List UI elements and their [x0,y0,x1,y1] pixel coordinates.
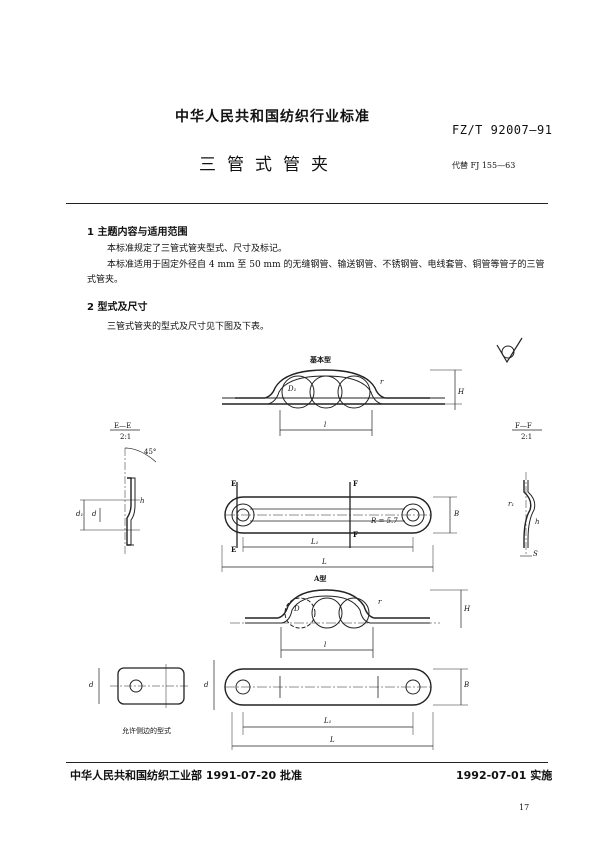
mark-e-bottom: E [231,545,237,554]
allowed-variant-view [98,660,215,710]
basic-type-label: 基本型 [310,355,331,364]
dim-l-basic: l [324,421,327,429]
footer-rule [66,762,548,763]
page-number: 17 [519,803,530,812]
standard-number: FZ/T 92007—91 [452,123,553,137]
basic-type-plan [221,482,457,572]
dim-l1-atype: L₁ [324,717,332,725]
dim-l-atype: l [324,641,327,649]
dim-big-l-atype: L [330,736,335,744]
angle-label: 45° [144,448,157,456]
section-2-heading: 2 型式及尺寸 [87,302,148,313]
section-1-para-2: 本标准适用于固定外径自 4 mm 至 50 mm 的无缝钢管、输送钢管、不锈钢管… [87,260,545,285]
section-ff-view [512,429,542,557]
dim-r1-section: r₁ [508,500,515,508]
implementation-date: 1992-07-01 实施 [456,769,553,782]
section-ee-view [80,429,157,555]
dim-s-section: S [533,550,538,558]
dim-r-atype: r [378,598,382,606]
replaces-note: 代替 FJ 155—63 [452,161,516,170]
a-type-plan [224,668,468,750]
surface-finish-symbol [496,337,523,364]
dim-big-l-basic: L [322,558,327,566]
dim-h-basic: H [458,388,465,396]
dim-b-basic: B [454,510,460,518]
basic-type-elevation [222,369,462,436]
scale-left: 2:1 [120,433,132,441]
dim-b-atype: B [464,681,470,689]
radius-label: R = 5.7 [371,517,398,525]
approval-line: 中华人民共和国纺织工业部 1991-07-20 批准 [70,769,303,782]
section-ff-label: F—F [515,422,532,430]
dim-r-basic: r [380,378,384,386]
dim-d1-section: d₁ [76,510,84,518]
document-title: 三管式管夹 [199,155,339,175]
section-2-para-1: 三管式管夹的型式及尺寸见下图及下表。 [107,322,270,332]
mark-f-bottom: F [353,530,358,539]
scale-right: 2:1 [521,433,533,441]
org-title: 中华人民共和国纺织行业标准 [175,109,370,125]
a-type-elevation [230,589,468,658]
dim-h-ff: h [535,518,540,526]
dim-l1-basic: L₁ [311,538,319,546]
allowed-variant-note: 允许侧边的型式 [122,727,171,735]
dim-d-aplan: d [204,681,209,689]
dim-d-atype: D [294,605,300,613]
dim-d1-basic: D₁ [288,385,297,393]
dim-h-section: h [140,497,145,505]
dim-d-section: d [92,510,97,518]
dim-h-atype: H [464,605,471,613]
section-1-para-1: 本标准规定了三管式管夹型式、尺寸及标记。 [107,244,288,254]
dim-d-variant: d [89,681,94,689]
header-rule [66,203,548,204]
mark-e-top: E [231,479,237,488]
section-1-heading: 1 主题内容与适用范围 [87,227,188,238]
section-ee-label: E—E [114,422,132,430]
mark-f-top: F [353,479,358,488]
a-type-label: A型 [314,574,327,583]
